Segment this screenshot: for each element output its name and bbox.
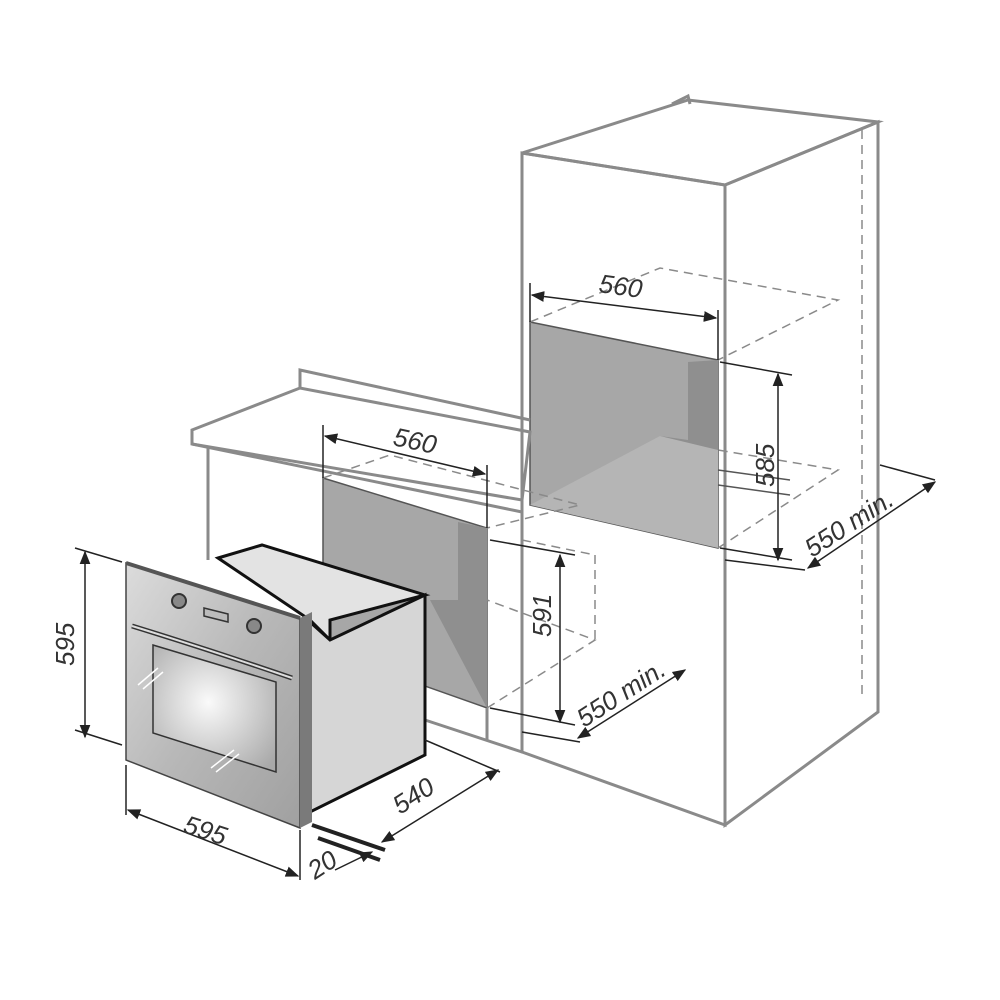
under-niche-height-label: 591: [527, 594, 557, 637]
display-icon: [203, 607, 229, 623]
oven-depth-label: 540: [387, 771, 440, 820]
tall-cabinet-side: [723, 119, 880, 828]
tall-niche-height-label: 585: [750, 443, 780, 487]
front-thickness-label: 20: [301, 844, 343, 886]
left-knob-icon[interactable]: [171, 593, 187, 609]
oven: [125, 543, 431, 830]
oven-width-label: 595: [180, 809, 231, 851]
dimension-lines: [74, 283, 937, 880]
tall-niche-width-label: 560: [597, 268, 645, 304]
under-niche-width-label: 560: [391, 422, 440, 460]
oven-window: [152, 643, 277, 774]
under-depth-label: 550 min.: [571, 654, 671, 733]
right-knob-icon[interactable]: [246, 618, 262, 634]
worktop: [190, 386, 532, 502]
tall-depth-label: 550 min.: [799, 484, 899, 563]
tall-cabinet: [520, 93, 884, 828]
oven-height-label: 595: [50, 622, 80, 666]
